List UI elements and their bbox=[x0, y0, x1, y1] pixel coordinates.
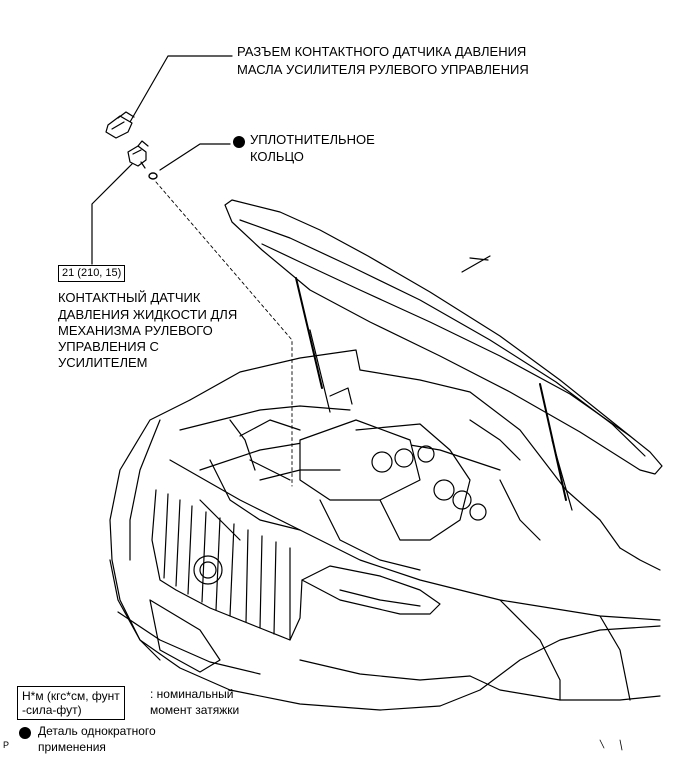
legend-torque-unit-line2: -сила-фут) bbox=[22, 703, 82, 717]
sensor-connector-icon bbox=[105, 111, 135, 139]
connector-leader-line bbox=[129, 55, 233, 123]
o-ring-label-line1: УПЛОТНИТЕЛЬНОЕ bbox=[250, 132, 375, 147]
non-reusable-dot-icon bbox=[233, 136, 245, 148]
sensor-label-line1: КОНТАКТНЫЙ ДАТЧИК bbox=[58, 290, 201, 305]
sensor-label-line5: УСИЛИТЕЛЕМ bbox=[58, 355, 148, 370]
legend-torque-unit-line1: Н*м (кгс*см, фунт bbox=[22, 689, 120, 703]
hood-strut-left bbox=[295, 277, 323, 389]
legend-torque-desc-line1: : номинальный bbox=[150, 687, 234, 701]
connector-label-line1: РАЗЪЕМ КОНТАКТНОГО ДАТЧИКА ДАВЛЕНИЯ bbox=[237, 44, 527, 59]
vehicle-front-body bbox=[109, 399, 661, 751]
torque-value-box: 21 (210, 15) bbox=[58, 265, 126, 282]
legend-torque-desc-line2: момент затяжки bbox=[150, 703, 240, 717]
legend-non-reusable-line1: Деталь однократного bbox=[38, 724, 156, 738]
sensor-label-line4: УПРАВЛЕНИЯ С bbox=[58, 339, 159, 354]
pressure-switch-icon bbox=[127, 140, 149, 169]
sensor-label-line3: МЕХАНИЗМА РУЛЕВОГО bbox=[58, 323, 213, 338]
o-ring-label-line2: КОЛЬЦО bbox=[250, 149, 304, 164]
o-ring-icon bbox=[148, 172, 158, 180]
hood-strut-right-rod bbox=[551, 439, 573, 511]
sensor-label-line2: ДАВЛЕНИЯ ЖИДКОСТИ ДЛЯ bbox=[58, 307, 238, 322]
sensor-leader-line bbox=[91, 163, 133, 265]
legend-non-reusable-dot-icon bbox=[19, 727, 31, 739]
hood-outline bbox=[224, 199, 663, 475]
brand-emblem-icon bbox=[193, 555, 223, 585]
connector-label-line2: МАСЛА УСИЛИТЕЛЯ РУЛЕВОГО УПРАВЛЕНИЯ bbox=[237, 62, 529, 77]
o-ring-leader-line bbox=[159, 143, 231, 171]
hood-strut-left-rod bbox=[309, 329, 331, 413]
legend-non-reusable-line2: применения bbox=[38, 740, 106, 754]
install-path-dashed bbox=[155, 181, 293, 487]
legend-torque-unit-box: Н*м (кгс*см, фунт -сила-фут) bbox=[17, 686, 125, 720]
corner-mark: P bbox=[3, 740, 10, 750]
